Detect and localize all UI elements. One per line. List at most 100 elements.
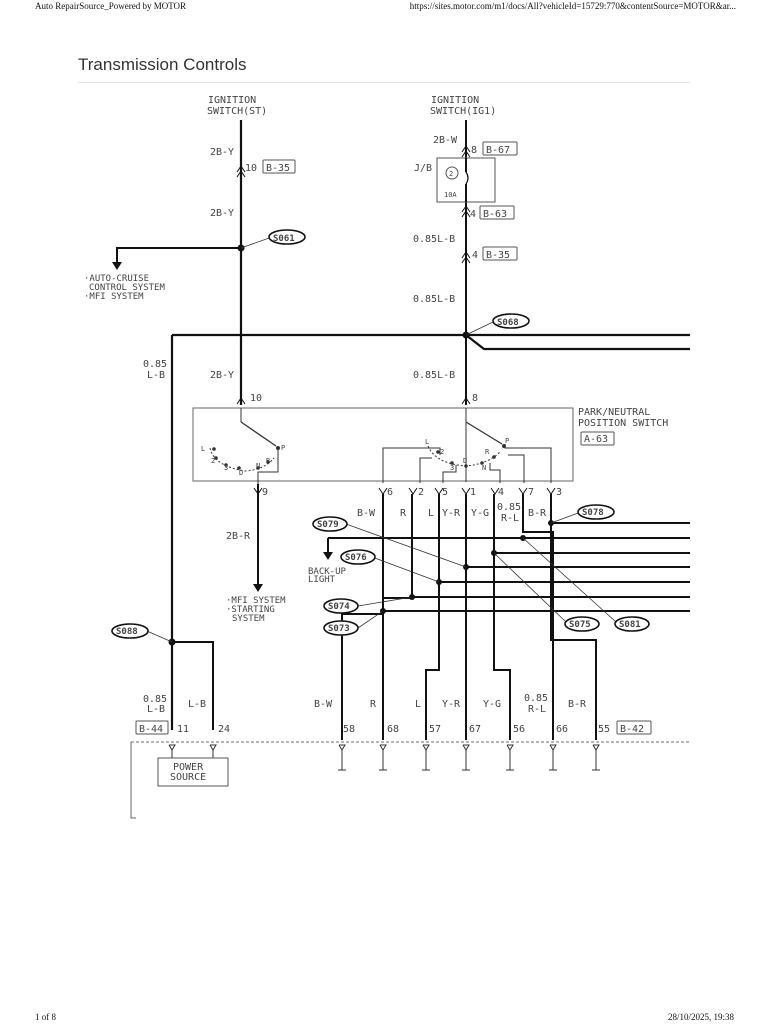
destination-label: BACK-UP <box>308 567 347 577</box>
splice-label: S081 <box>619 620 641 630</box>
pin-label: 4 <box>470 209 476 220</box>
connector-label: B-63 <box>483 209 507 220</box>
destination-label: ·AUTO-CRUISE <box>84 274 149 284</box>
splice-label: S079 <box>317 520 339 530</box>
wire-color: L <box>415 699 421 710</box>
label-ignition-ig1: IGNITION <box>431 95 479 106</box>
wire-color: B-R <box>528 508 547 519</box>
splice-oval-s088 <box>111 623 149 639</box>
splice-label: S074 <box>328 602 350 612</box>
label-switch-ig1: SWITCH(IG1) <box>430 106 496 117</box>
power-source-label: SOURCE <box>170 772 206 783</box>
destination-label: SYSTEM <box>232 614 265 624</box>
pin-label: 9 <box>262 487 268 498</box>
splice-oval-s079 <box>312 516 348 532</box>
pin-label: 55 <box>598 724 610 735</box>
wire-color: Y-G <box>483 699 501 710</box>
pin-label: 56 <box>513 724 525 735</box>
wire-label: 0.85L-B <box>413 370 455 381</box>
connector-label: B-42 <box>620 724 644 735</box>
splice-oval-s074 <box>323 598 359 614</box>
pin-label: 4 <box>472 250 478 261</box>
wire-label: 2B-Y <box>210 370 234 381</box>
pin-label: 8 <box>472 393 478 404</box>
splice-oval-s078 <box>577 504 615 520</box>
wire-l-b-24 <box>172 641 214 730</box>
splice-oval-s068 <box>492 313 530 329</box>
power-source-label: POWER <box>173 762 204 773</box>
wire-color: B-R <box>568 699 587 710</box>
label-position-switch: POSITION SWITCH <box>578 418 668 429</box>
splice-oval-s073 <box>323 620 359 636</box>
gear-position: 2 <box>211 457 215 465</box>
conn-box-a63 <box>580 431 615 446</box>
pin-label: 68 <box>387 724 399 735</box>
wire-label: L-B <box>147 370 165 381</box>
fuse-number-circle <box>445 166 459 180</box>
fuse-number: 2 <box>449 170 453 178</box>
gear-position: 2 <box>440 448 444 456</box>
wire-label: 0.85L-B <box>413 234 455 245</box>
gear-position: D <box>239 469 243 477</box>
label-switch-st: SWITCH(ST) <box>207 106 267 117</box>
splice-oval-s081 <box>614 616 650 632</box>
page-title: Transmission Controls <box>78 55 247 74</box>
gear-position: N <box>482 464 486 472</box>
label-park-neutral: PARK/NEUTRAL <box>578 407 650 418</box>
wire-color: Y-G <box>471 508 489 519</box>
splice-oval-s076 <box>340 549 376 565</box>
pin-label: 67 <box>469 724 481 735</box>
wire-label: L-B <box>147 704 165 715</box>
connector-label: B-35 <box>486 250 510 261</box>
wire-color: B-W <box>314 699 333 710</box>
destination-label: LIGHT <box>308 575 336 585</box>
gear-position: R <box>266 457 271 465</box>
wire-label: 2B-R <box>226 531 251 542</box>
connector-label: A-63 <box>584 434 608 445</box>
splice-oval-s075 <box>564 616 600 632</box>
pin-label: 7 <box>528 487 534 498</box>
wire-bus-right-b <box>465 334 690 351</box>
splice-label: S068 <box>497 318 519 328</box>
gear-position: 3 <box>450 464 454 472</box>
wire-color: 0.85 <box>497 502 521 513</box>
wire-color: R <box>370 699 377 710</box>
splice-label: S088 <box>116 627 138 637</box>
wire-color: R-L <box>528 704 546 715</box>
wire-label: 0.85L-B <box>413 294 455 305</box>
pin-label: 58 <box>343 724 355 735</box>
arrow-backup-light <box>323 552 333 560</box>
gear-position: 3 <box>224 464 228 472</box>
pin-label: 1 <box>470 487 476 498</box>
connector-label: B-35 <box>266 163 290 174</box>
pin-label: 66 <box>556 724 568 735</box>
label-junction-block: J/B <box>414 163 432 174</box>
pin-label: 57 <box>429 724 441 735</box>
title-divider <box>78 82 690 83</box>
wire-color: Y-R <box>442 508 461 519</box>
label-ignition-st: IGNITION <box>208 95 256 106</box>
splice-label: S073 <box>328 624 350 634</box>
destination-label: CONTROL SYSTEM <box>89 283 165 293</box>
splice-label: S076 <box>345 553 367 563</box>
conn-box-b63 <box>479 205 515 220</box>
wire-label: 2B-Y <box>210 208 234 219</box>
splice-label: S061 <box>273 234 295 244</box>
fuse-rating: 10A <box>444 191 457 199</box>
wire-label: 2B-W <box>433 135 458 146</box>
pin-label: 4 <box>498 487 504 498</box>
splice-label: S075 <box>569 620 591 630</box>
conn-box-b67 <box>482 141 518 156</box>
wire-branch-auto-cruise <box>116 247 241 262</box>
power-source-box <box>157 757 229 787</box>
gear-position: N <box>256 462 260 470</box>
gear-position: R <box>485 448 490 456</box>
wire-color: B-W <box>357 508 376 519</box>
gear-position: P <box>281 444 285 452</box>
destination-label: ·MFI SYSTEM <box>226 596 286 606</box>
wire-label: 0.85 <box>143 359 167 370</box>
pin-label: 3 <box>556 487 562 498</box>
fuse-element <box>465 171 469 185</box>
browser-header-title: Auto RepairSource_Powered by MOTOR <box>35 1 187 11</box>
